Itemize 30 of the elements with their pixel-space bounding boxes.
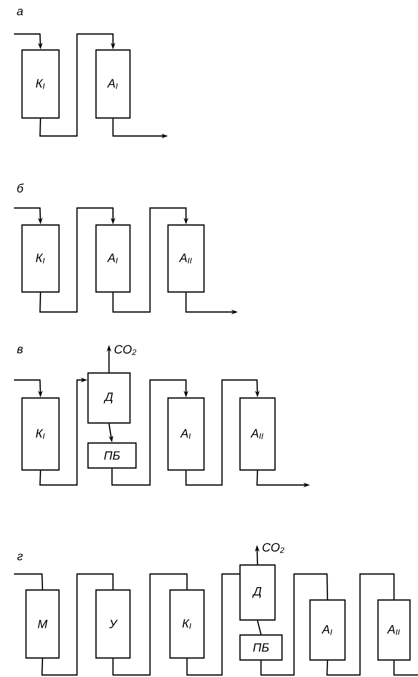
vessel-box: А$_{II}$ [167, 224, 205, 293]
vessel-box: А$_{I}$ [309, 599, 346, 661]
vessel-box: А$_{I}$ [95, 49, 131, 119]
flow-arrow [393, 660, 418, 676]
vessel-box: А$_{I}$ [95, 224, 131, 293]
vessel-box: М [25, 589, 60, 659]
vessel-box: А$_{II}$ [377, 599, 411, 661]
vessel-box: А$_{II}$ [239, 397, 276, 471]
panel-letter: а [16, 8, 23, 16]
flow-arrow [39, 207, 116, 313]
vessel-box: К$_{I}$ [21, 397, 60, 471]
vessel-box: Д [239, 564, 276, 621]
panel-letter: б [17, 184, 24, 192]
flow-arrow [111, 379, 188, 486]
vessel-box: К$_{I}$ [21, 224, 60, 293]
vessel-box: Д [87, 372, 131, 424]
vessel-box: ПБ [87, 442, 137, 469]
vessel-box: У [95, 589, 131, 659]
edge-label: CO$_{2}$ [114, 345, 136, 355]
vessel-box: А$_{I}$ [167, 397, 205, 471]
panel-letter: в [17, 346, 23, 354]
edge-label: CO$_{2}$ [262, 543, 284, 553]
vessel-box: ПБ [239, 634, 283, 661]
flow-arrow [14, 573, 44, 590]
vessel-box: К$_{I}$ [169, 589, 205, 659]
flow-arrow [185, 379, 260, 486]
panel-letter: г [17, 554, 23, 560]
vessel-box: К$_{I}$ [21, 49, 60, 119]
flow-arrow [39, 33, 116, 137]
flow-arrow [112, 207, 188, 313]
